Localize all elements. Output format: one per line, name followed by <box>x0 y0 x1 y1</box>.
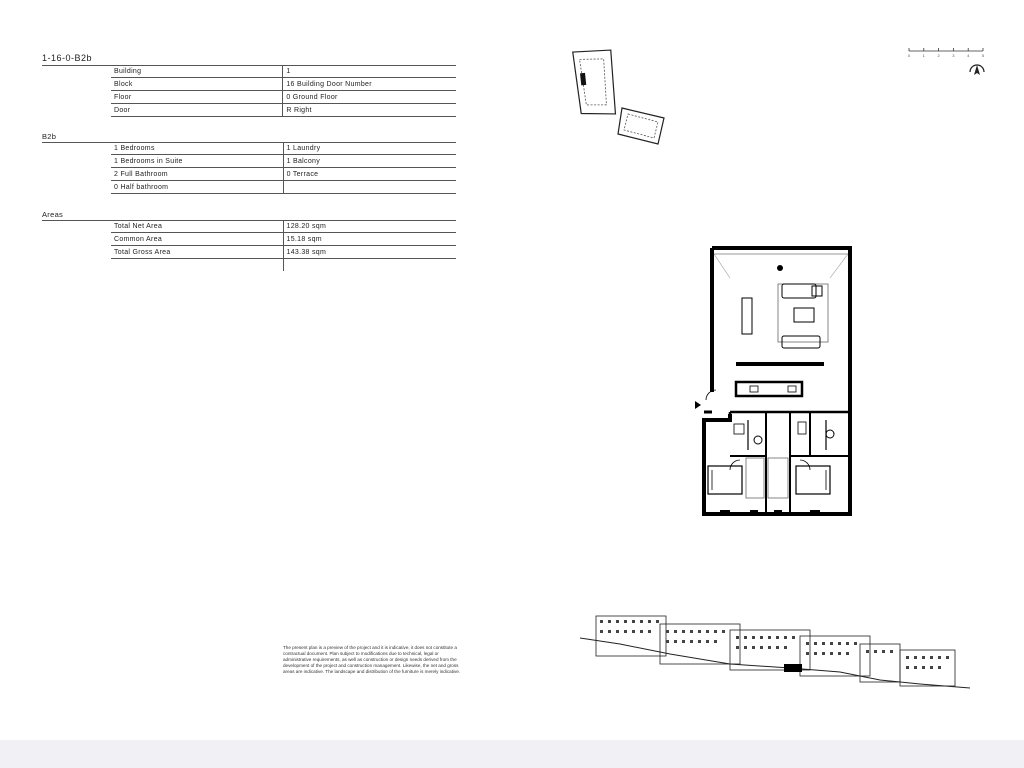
scale-tick-label: 4 <box>967 53 970 58</box>
key-plan <box>572 49 665 145</box>
scale-bar: 0 1 2 3 4 5 <box>908 48 985 58</box>
scale-tick-label: 0 <box>908 53 911 58</box>
typology-title: B2b <box>42 132 57 141</box>
site-elevation <box>580 615 971 689</box>
entrance-arrow-icon <box>695 401 701 409</box>
areas-title: Areas <box>42 210 64 219</box>
bottom-bar <box>0 740 1024 768</box>
table-row: 0 Half bathroom <box>111 180 456 194</box>
scale-tick-label: 2 <box>937 53 940 58</box>
scale-tick-label: 1 <box>923 53 926 58</box>
scale-tick-label: 3 <box>952 53 955 58</box>
disclaimer-text: The present plan is a preview of the pro… <box>283 645 461 674</box>
table-row <box>111 258 456 271</box>
unit-code: 1-16-0-B2b <box>42 53 93 63</box>
floor-plan <box>695 246 852 516</box>
north-arrow-icon <box>969 64 985 75</box>
scale-tick-label: 5 <box>982 53 985 58</box>
